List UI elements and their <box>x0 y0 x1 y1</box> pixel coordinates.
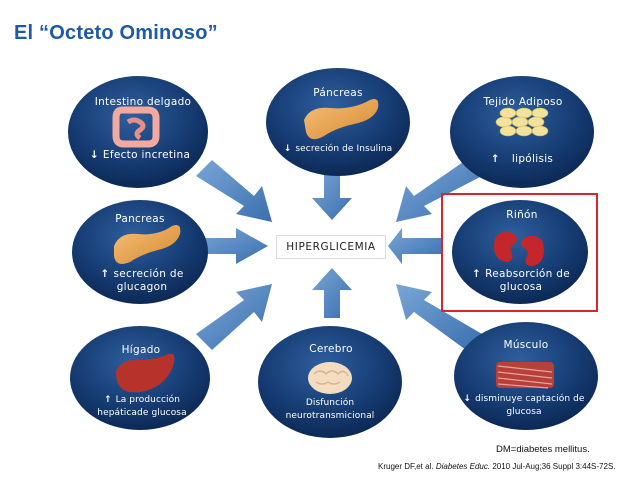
node-effect-rinon: ↑Reabsorción de glucosa <box>472 268 570 293</box>
node-title-pancreas-left: Pancreas <box>115 213 165 225</box>
node-effect-higado: ↑La producción hepáticade glucosa <box>97 395 187 418</box>
kidney-icon <box>494 232 544 266</box>
node-title-musculo: Músculo <box>503 339 549 351</box>
pancreas-icon <box>304 99 379 140</box>
node-title-higado: Hígado <box>121 344 161 356</box>
node-title-cerebro: Cerebro <box>309 343 353 355</box>
arrow-pancreas-left <box>196 228 268 264</box>
highlight-box <box>441 193 598 312</box>
center-label: HIPERGLICEMIA <box>276 235 386 259</box>
arrow-up-icon: ↑ <box>103 395 112 405</box>
node-ellipses <box>68 68 598 438</box>
intestine-icon <box>112 106 160 148</box>
arrow-intestino <box>196 160 272 222</box>
slide-title: El “Octeto Ominoso” <box>14 22 218 44</box>
node-effect-pancreas-left: ↑secreción de glucagon <box>100 268 184 293</box>
node-effect-intestino: ↓Efecto incretina <box>89 149 191 161</box>
citation: Kruger DF,et al. Diabetes Educ. 2010 Jul… <box>378 462 616 471</box>
node-title-rinon: Riñón <box>506 209 538 221</box>
node-title-intestino: Intestino delgado <box>94 96 192 108</box>
arrow-down-icon: ↓ <box>283 144 292 154</box>
node-effect-tejido: ↑lipólisis <box>490 153 554 165</box>
node-effect-musculo: ↓disminuye captación de glucosa <box>463 394 585 417</box>
arrow-down-icon: ↓ <box>463 394 472 404</box>
muscle-icon <box>496 362 554 389</box>
arrow-up-icon: ↑ <box>490 153 500 165</box>
arrow-cerebro <box>312 268 352 318</box>
footnote: DM=diabetes mellitus. <box>496 444 590 455</box>
node-effect-pancreas-top: ↓secreción de Insulina <box>283 144 393 154</box>
brain-icon <box>308 362 352 394</box>
arrow-higado <box>196 284 272 350</box>
arrow-down-icon: ↓ <box>89 149 99 161</box>
arrow-rinon <box>388 228 442 264</box>
arrow-musculo <box>396 284 482 350</box>
node-effect-cerebro: Disfunción neurotransmicional <box>285 398 375 421</box>
arrows <box>196 160 482 350</box>
arrow-tejido <box>396 160 482 222</box>
arrow-up-icon: ↑ <box>100 268 110 280</box>
node-title-pancreas-top: Páncreas <box>313 87 363 99</box>
fat-cells-icon <box>495 107 549 137</box>
ellipse-rinon <box>452 200 588 304</box>
arrow-pancreas-top <box>312 170 352 220</box>
pancreas-icon <box>114 225 181 264</box>
arrow-up-icon: ↑ <box>472 268 482 280</box>
liver-icon <box>116 353 175 393</box>
node-title-tejido: Tejido Adiposo <box>483 96 563 108</box>
